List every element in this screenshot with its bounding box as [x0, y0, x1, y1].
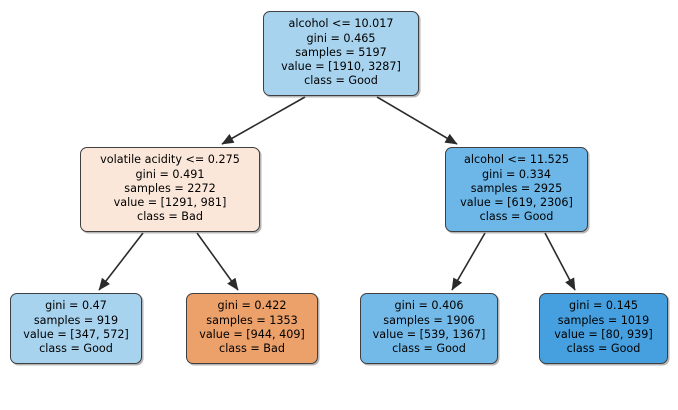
tree-node-root-line-4: value = [1910, 3287]	[281, 60, 401, 74]
tree-edge-root-to-right	[376, 96, 458, 145]
tree-node-leaf-3-line-3: value = [539, 1367]	[372, 328, 486, 341]
tree-edge-right-to-leaf4	[544, 232, 576, 291]
tree-node-leaf-4-line-2: samples = 1019	[557, 313, 650, 327]
tree-node-right-internal-line-2: gini = 0.334	[482, 167, 551, 181]
tree-node-root-line-3: samples = 5197	[295, 45, 387, 59]
tree-node-left-internal-line-3: samples = 2272	[124, 181, 216, 195]
tree-node-leaf-1-line-3: value = [347, 572]	[23, 328, 129, 341]
tree-node-right-internal-line-3: samples = 2925	[470, 181, 563, 195]
tree-node-root-line-2: gini = 0.465	[306, 31, 376, 45]
tree-node-leaf-4-line-1: gini = 0.145	[569, 299, 638, 313]
tree-node-leaf-2-line-3: value = [944, 409]	[199, 328, 305, 341]
tree-edge-root-to-left	[221, 96, 306, 145]
tree-node-left-internal-line-4: value = [1291, 981]	[113, 196, 227, 210]
tree-node-leaf-1-line-1: gini = 0.47	[45, 299, 107, 313]
tree-node-leaf-2-line-4: class = Bad	[219, 342, 285, 356]
tree-node-leaf-3-line-2: samples = 1906	[383, 313, 475, 327]
tree-node-left-internal-line-5: class = Bad	[137, 210, 203, 224]
tree-node-right-internal-line-4: value = [619, 2306]	[460, 196, 573, 210]
tree-node-root-line-5: class = Good	[304, 74, 378, 88]
tree-node-leaf-4-line-3: value = [80, 939]	[554, 328, 653, 341]
tree-node-left-internal-line-1: volatile acidity <= 0.275	[100, 153, 240, 167]
tree-node-left-internal-line-2: gini = 0.491	[135, 167, 205, 181]
tree-node-leaf-2-line-1: gini = 0.422	[217, 299, 287, 313]
tree-edge-right-to-leaf3	[451, 232, 486, 291]
tree-node-leaf-3-line-1: gini = 0.406	[394, 299, 464, 313]
tree-node-leaf-1-line-4: class = Good	[39, 342, 113, 356]
tree-node-right-internal-line-5: class = Good	[479, 210, 554, 224]
tree-edge-left-to-leaf2	[196, 232, 239, 291]
tree-edge-left-to-leaf1	[98, 232, 144, 291]
tree-node-right-internal-line-1: alcohol <= 11.525	[463, 153, 569, 167]
tree-node-leaf-2-line-2: samples = 1353	[206, 313, 298, 327]
tree-node-leaf-4-line-4: class = Good	[566, 342, 641, 356]
tree-node-leaf-1-line-2: samples = 919	[33, 313, 119, 327]
tree-node-root-line-1: alcohol <= 10.017	[288, 17, 394, 31]
tree-node-leaf-3-line-4: class = Good	[392, 342, 466, 356]
